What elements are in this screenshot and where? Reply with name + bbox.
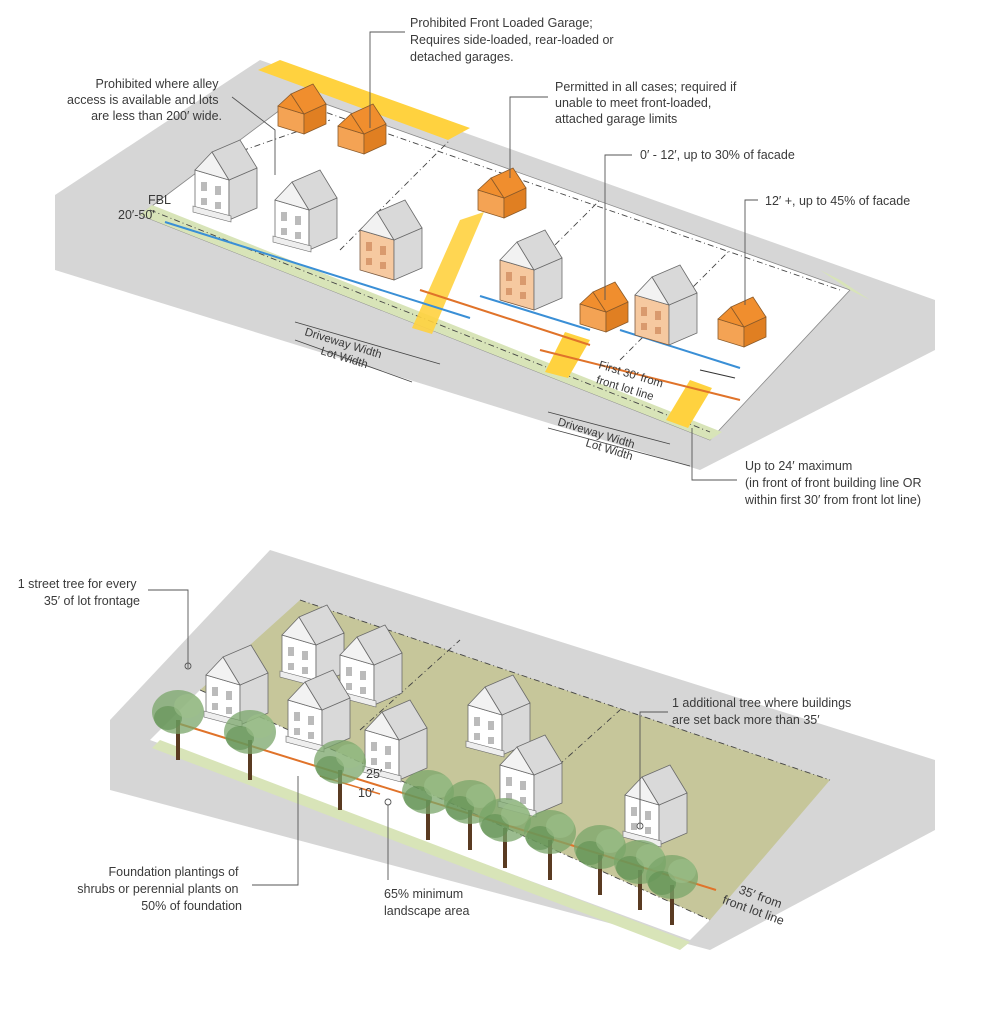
svg-text:Prohibited Front Loaded Garage: Prohibited Front Loaded Garage; Requires…: [410, 16, 617, 64]
fbl-range-label: 20′-50′: [118, 208, 155, 222]
foundation-label-line3: 50% of foundation: [141, 899, 242, 913]
range2-label: 12′ +, up to 45% of facade: [765, 194, 910, 208]
foundation-label-line1: Foundation plantings of: [109, 865, 239, 879]
garage-label-line3: detached garages.: [410, 50, 514, 64]
svg-text:Prohibited where alley a: Prohibited where alley access is availab…: [67, 77, 222, 123]
svg-text:Permitted in all cases; requir: Permitted in all cases; required if unab…: [555, 80, 740, 126]
street-tree-label-line1: 1 street tree for every: [18, 577, 138, 591]
landscape-label-line2: landscape area: [384, 904, 470, 918]
max-label-line1: Up to 24′ maximum: [745, 459, 852, 473]
dim-25-label: 25′: [366, 767, 383, 781]
additional-tree-label-line2: are set back more than 35′: [672, 713, 820, 727]
garage-label-line1: Prohibited Front Loaded Garage;: [410, 16, 593, 30]
alley-label-line1: Prohibited where alley: [96, 77, 220, 91]
alley-label-line2: access is available and lots: [67, 93, 218, 107]
garage-label-line2: Requires side-loaded, rear-loaded or: [410, 33, 614, 47]
street-tree-label-line2: 35′ of lot frontage: [44, 594, 140, 608]
svg-text:Foundation plantings of: Foundation plantings of shrubs or perenn…: [77, 865, 242, 913]
top-diagram: Prohibited where alley access is availab…: [55, 16, 935, 507]
dim-10-label: 10′: [358, 786, 375, 800]
alley-label-line3: are less than 200′ wide.: [91, 109, 222, 123]
fbl-label: FBL: [148, 193, 171, 207]
svg-text:Up to 24′ maximum (in fr: Up to 24′ maximum (in front of front bui…: [744, 459, 925, 507]
permitted-label-line2: unable to meet front-loaded,: [555, 96, 711, 110]
foundation-label-line2: shrubs or perennial plants on: [77, 882, 238, 896]
permitted-label-line1: Permitted in all cases; required if: [555, 80, 737, 94]
bottom-diagram: 1 street tree for every 35′ of lot front…: [18, 550, 935, 950]
landscape-label-line1: 65% minimum: [384, 887, 463, 901]
svg-text:1 street tree for every: 1 street tree for every 35′ of lot front…: [18, 577, 140, 608]
permitted-label-line3: attached garage limits: [555, 112, 677, 126]
max-label-line2: (in front of front building line OR: [745, 476, 921, 490]
svg-text:65% minimum landscape ar: 65% minimum landscape area: [384, 887, 470, 918]
additional-tree-label-line1: 1 additional tree where buildings: [672, 696, 851, 710]
max-label-line3: within first 30′ from front lot line): [744, 493, 921, 507]
range1-label: 0′ - 12′, up to 30% of facade: [640, 148, 795, 162]
